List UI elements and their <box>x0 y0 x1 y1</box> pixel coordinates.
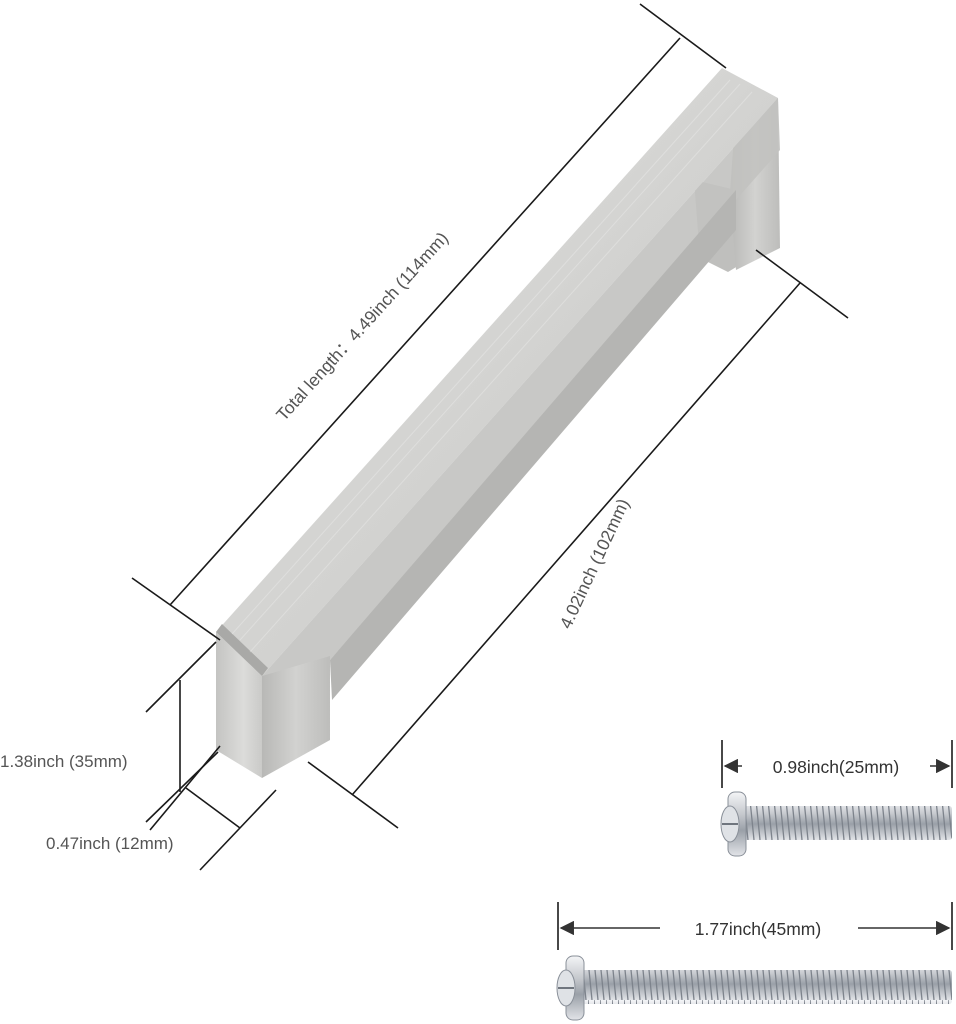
handle-front-leg-side <box>262 656 330 778</box>
short-screw <box>720 791 952 857</box>
short-screw-label: 0.98inch(25mm) <box>773 757 899 777</box>
cabinet-handle <box>216 68 780 778</box>
long-screw-label: 1.77inch(45mm) <box>695 919 821 939</box>
total-length-ext-bottom <box>131 577 221 641</box>
height-label: 1.38inch (35mm) <box>0 752 128 771</box>
hole-spacing-ext-top <box>755 249 849 319</box>
hole-spacing-ext-bottom <box>307 761 399 829</box>
width-ext-left <box>149 745 221 831</box>
handle-bar-underside <box>330 190 736 700</box>
handle-top-surface <box>216 68 778 676</box>
total-length-line <box>169 37 681 606</box>
height-ext-top <box>145 641 217 713</box>
width-ext-right <box>199 789 277 871</box>
dimension-lines <box>131 3 849 871</box>
handle-end-cap <box>216 624 268 676</box>
long-screw <box>556 955 952 1021</box>
total-length-ext-top <box>639 3 727 69</box>
short-screw-dimension: 0.98inch(25mm) <box>721 740 953 788</box>
handle-bar-side <box>262 98 780 760</box>
long-screw-dimension: 1.77inch(45mm) <box>557 902 953 950</box>
hole-spacing-label: 4.02inch (102mm) <box>555 495 633 631</box>
width-label: 0.47inch (12mm) <box>46 834 174 853</box>
total-length-label: Total length：4.49inch (114mm) <box>272 228 452 425</box>
width-line <box>185 787 241 829</box>
hole-spacing-line <box>351 282 801 796</box>
handle-front-leg-front <box>216 632 262 778</box>
